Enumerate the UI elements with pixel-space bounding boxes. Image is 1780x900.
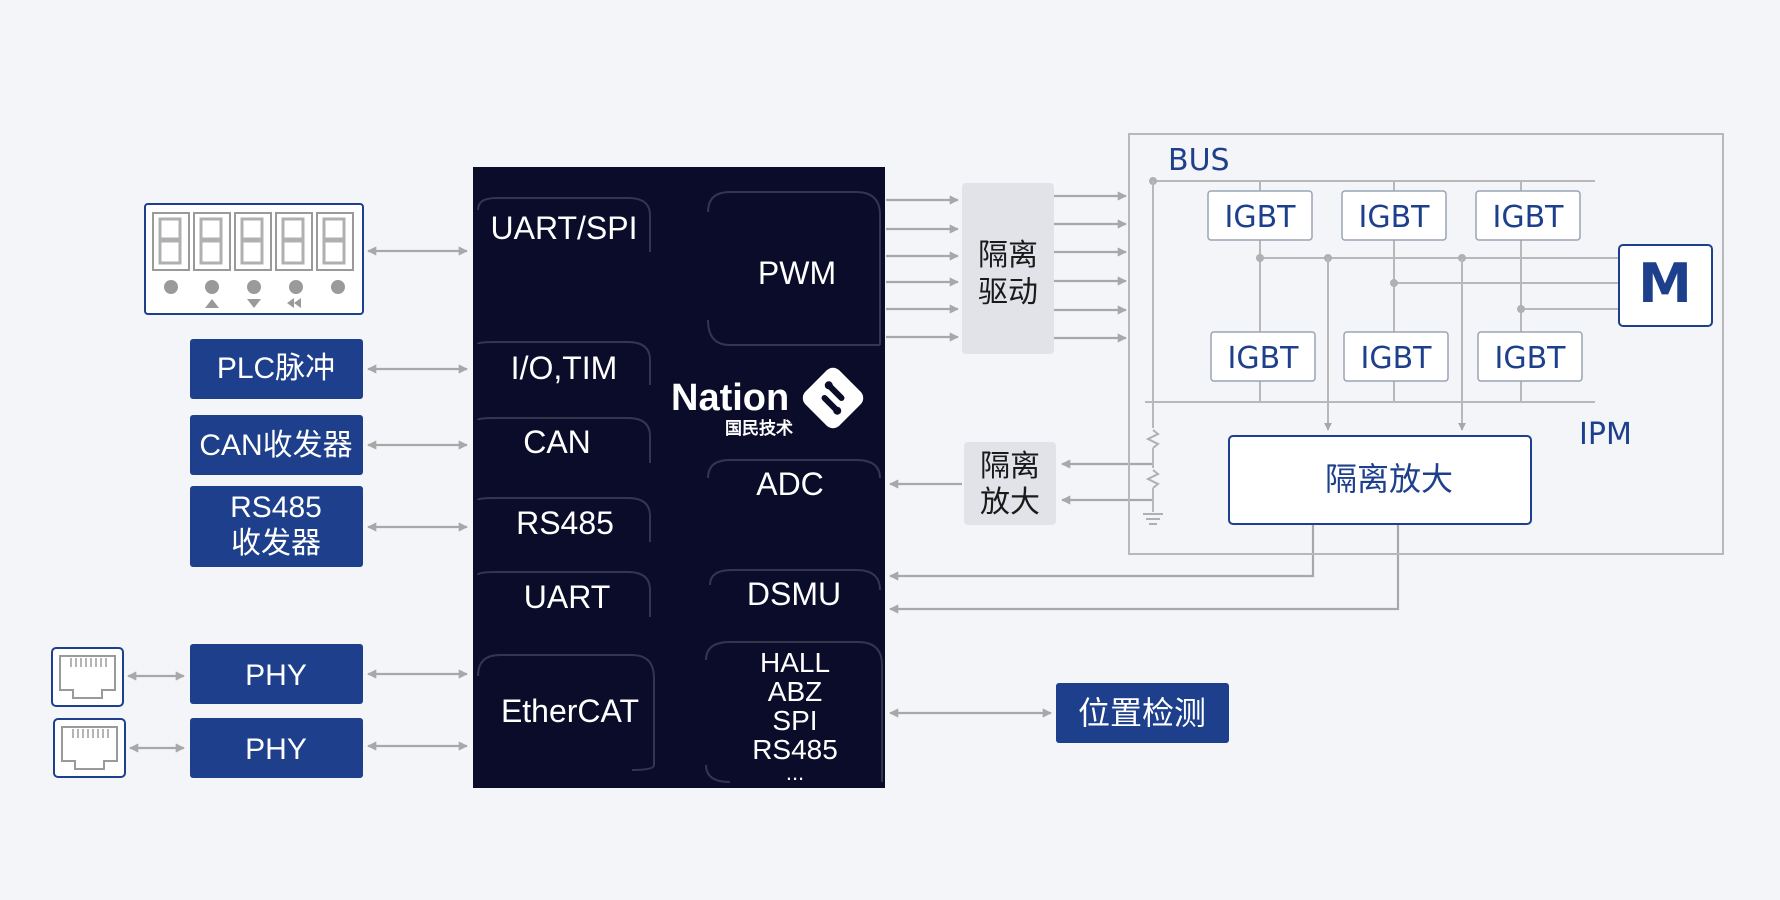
- rj45-port-icon: [53, 718, 126, 778]
- bus-label: BUS: [1168, 143, 1230, 178]
- resistor-icon: [1145, 429, 1160, 449]
- resistor-icon: [1145, 469, 1160, 489]
- igbt-cell: IGBT: [1477, 331, 1583, 382]
- motor-label: M: [1638, 252, 1692, 315]
- brand-name: Nation: [671, 377, 789, 419]
- mcu-block-pwm: PWM: [758, 255, 836, 291]
- svg-text:IGBT: IGBT: [1224, 200, 1296, 235]
- svg-text:IGBT: IGBT: [1358, 200, 1430, 235]
- position-detect-box: 位置检测: [1056, 683, 1229, 743]
- plc-label: PLC脉冲: [217, 352, 335, 385]
- can-transceiver-box: CAN收发器: [190, 415, 363, 475]
- ipm-isolation-amp-label: 隔离放大: [1325, 460, 1453, 498]
- mcu-block-adc: ADC: [756, 466, 824, 502]
- isolation-amp-label-1: 隔离: [980, 449, 1040, 484]
- ipm-label: IPM: [1579, 417, 1632, 452]
- igbt-cell: IGBT: [1341, 190, 1447, 241]
- feedback-arrows: [889, 459, 1400, 718]
- svg-text:IGBT: IGBT: [1494, 341, 1566, 376]
- brand-sub: 国民技术: [725, 418, 793, 438]
- mcu-block-can: CAN: [523, 424, 591, 460]
- driver-to-ipm-arrows: [1054, 191, 1127, 343]
- svg-text:IGBT: IGBT: [1360, 341, 1432, 376]
- can-transceiver-label: CAN收发器: [199, 429, 352, 462]
- phy-label-1: PHY: [245, 659, 307, 692]
- pwm-signal-arrows: [886, 195, 959, 342]
- encoder-line-rs485: RS485: [752, 734, 838, 765]
- ipm-module: BUS IPM: [1128, 133, 1724, 555]
- ipm-isolation-amp-box: 隔离放大: [1228, 435, 1532, 525]
- isolation-driver-label-2: 驱动: [978, 275, 1038, 310]
- igbt-cell: IGBT: [1210, 331, 1316, 382]
- phy-box-2: PHY: [190, 718, 363, 778]
- isolation-driver-label-1: 隔离: [978, 238, 1038, 273]
- isolation-amp-box: 隔离 放大: [964, 442, 1056, 525]
- rs485-transceiver-label-1: RS485: [230, 491, 322, 524]
- isolation-amp-label-2: 放大: [980, 485, 1040, 520]
- igbt-cell: IGBT: [1475, 190, 1581, 241]
- mcu-block: UART/SPI I/O,TIM CAN RS485 UART EtherCAT…: [473, 167, 885, 788]
- igbt-cell: IGBT: [1343, 331, 1449, 382]
- isolation-driver-box: 隔离 驱动: [962, 183, 1054, 354]
- ground-icon: [1143, 513, 1163, 525]
- igbt-cell: IGBT: [1207, 190, 1313, 241]
- left-connectors: [127, 246, 468, 753]
- position-detect-label: 位置检测: [1078, 695, 1206, 731]
- mcu-block-io-tim: I/O,TIM: [511, 350, 618, 386]
- encoder-line-hall: HALL: [760, 647, 830, 678]
- plc-pulse-box: PLC脉冲: [190, 339, 363, 399]
- nation-logo-icon: [802, 367, 864, 429]
- mcu-block-uart-spi: UART/SPI: [491, 210, 638, 246]
- rs485-transceiver-box: RS485 收发器: [190, 486, 363, 567]
- encoder-line-spi: SPI: [772, 705, 817, 736]
- rs485-transceiver-label-2: 收发器: [231, 527, 321, 560]
- encoder-line-abz: ABZ: [768, 676, 822, 707]
- rj45-port-icon: [51, 647, 124, 707]
- svg-text:IGBT: IGBT: [1227, 341, 1299, 376]
- motor-box: M: [1618, 244, 1713, 327]
- encoder-line-more: ...: [786, 760, 804, 785]
- seven-segment-display-icon: [144, 203, 364, 315]
- mcu-block-dsmu: DSMU: [747, 576, 841, 612]
- mcu-block-uart: UART: [524, 579, 611, 615]
- mcu-block-ethercat: EtherCAT: [501, 693, 639, 729]
- phy-label-2: PHY: [245, 733, 307, 766]
- svg-text:IGBT: IGBT: [1492, 200, 1564, 235]
- mcu-block-rs485: RS485: [516, 505, 614, 541]
- phy-box-1: PHY: [190, 644, 363, 704]
